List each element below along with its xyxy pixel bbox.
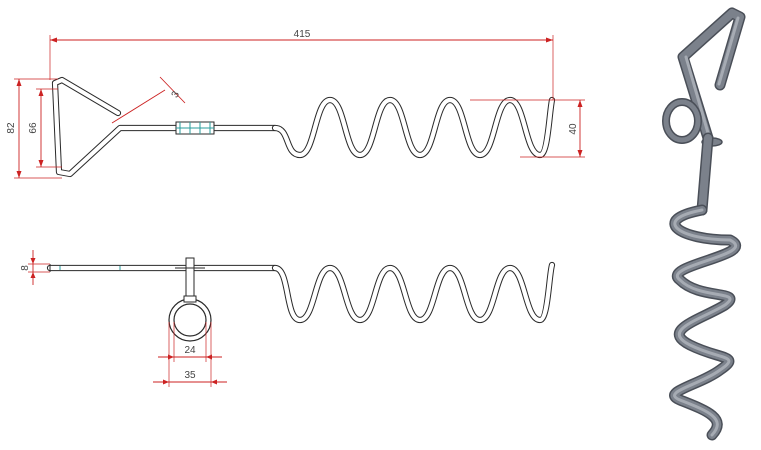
dimension-rod-thickness: 8 xyxy=(20,250,50,285)
rod-clip-front xyxy=(175,121,215,135)
dimension-ring-outer: 35 xyxy=(153,322,227,387)
spiral-front xyxy=(271,96,556,159)
dimension-ring-inner: 24 xyxy=(158,322,222,362)
render-handle xyxy=(677,7,746,144)
render-ring xyxy=(662,98,723,147)
dim-spiral-height-label: 40 xyxy=(568,123,579,135)
ring-top xyxy=(168,257,212,342)
top-view: 8 24 35 xyxy=(20,250,556,387)
dim-ring-inner-label: 24 xyxy=(184,345,196,356)
dim-handle-outer-label: 82 xyxy=(6,122,17,134)
dimension-spiral-height: 40 xyxy=(470,99,585,158)
dim-overall-length-label: 415 xyxy=(294,29,311,40)
render-spiral xyxy=(669,204,742,441)
dim-rod-thickness-label: 8 xyxy=(20,265,31,271)
render-shaft xyxy=(696,132,714,216)
dimension-wire-diameter: 3 xyxy=(111,76,186,124)
dim-ring-outer-label: 35 xyxy=(184,370,196,381)
rod-top xyxy=(46,264,279,272)
isometric-render xyxy=(662,7,746,441)
handle-triangle xyxy=(51,76,279,178)
dim-handle-inner-label: 66 xyxy=(28,122,39,134)
front-view: 415 82 66 3 xyxy=(6,29,585,179)
dimension-overall-length: 415 xyxy=(49,29,554,100)
dimension-handle-outer: 82 xyxy=(6,78,62,179)
dimension-handle-inner: 66 xyxy=(28,88,62,168)
spiral-top xyxy=(271,261,556,324)
dim-wire-diameter-label: 3 xyxy=(170,89,183,100)
